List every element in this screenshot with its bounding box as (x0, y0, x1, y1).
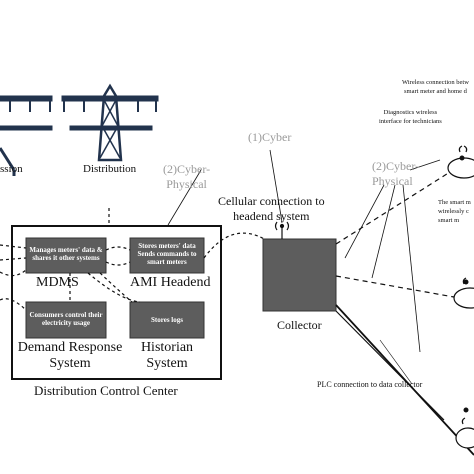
historian-system-label: Historian System (130, 340, 204, 372)
mdms-label: MDMS (36, 275, 79, 290)
hist-box-line1: Stores logs (151, 316, 183, 324)
ami-box-text: Stores meters' data Sends commands to sm… (130, 242, 204, 266)
transmission-label: ssion (0, 163, 23, 175)
plc-label: PLC connection to data collector (317, 380, 423, 389)
ami-box-line3: smart meters (147, 258, 187, 266)
dr-box (25, 301, 107, 339)
cyber-physical-left-line2: Physical (166, 177, 207, 191)
antenna-icon-right-middle (463, 279, 469, 285)
wireless-line1: Wireless connection betw (402, 79, 469, 86)
transmission-tower-icon (0, 95, 53, 176)
distribution-tower-icon (61, 83, 159, 162)
diagnostics-label: Diagnostics wireless interface for techn… (379, 108, 442, 126)
mdms-box-text: Manages meters' data & shares it other s… (26, 246, 106, 262)
dr-line1: Demand Response (17, 340, 123, 355)
distribution-label: Distribution (83, 163, 137, 175)
wireless-line2: smart meter and home d (404, 88, 467, 95)
dr-line2: System (49, 356, 91, 371)
ami-headend-label: AMI Headend (130, 275, 211, 290)
dr-box-line1: Consumers control their (29, 311, 103, 319)
diag-line2: interface for technicians (379, 118, 442, 125)
control-center-frame (11, 225, 222, 380)
ami-box-line1: Stores meters' data (138, 242, 196, 250)
historian-box (129, 301, 205, 339)
smart-meter-note: The smart m wirelessly c smart m (438, 198, 471, 225)
cellular-line2: headend system (233, 209, 310, 223)
hist-line2: System (146, 356, 188, 371)
antenna-icon-right-top (459, 155, 465, 161)
wireless-label: Wireless connection betw smart meter and… (402, 78, 469, 96)
mdms-box-line1: Manages meters' data & (29, 246, 103, 254)
cyber-physical-left-label: (2)Cyber- Physical (163, 162, 210, 192)
smart-line3: smart m (438, 217, 460, 224)
dr-system-label: Demand Response System (14, 340, 126, 372)
ami-box-line2: Sends commands to (137, 250, 197, 258)
cyber-physical-right-label: (2)Cyber- Physical (372, 159, 419, 189)
historian-box-text: Stores logs (130, 316, 204, 324)
smart-line1: The smart m (438, 199, 471, 206)
cyber-physical-left-line1: (2)Cyber- (163, 162, 211, 176)
cyber-physical-right-line2: Physical (372, 174, 413, 188)
antenna-icon-right-bottom (463, 407, 469, 413)
collector-box (262, 238, 337, 312)
control-center-label: Distribution Control Center (34, 383, 178, 398)
smart-meter-icon-bottom (455, 417, 474, 449)
hist-line1: Historian (140, 340, 194, 355)
diag-line1: Diagnostics wireless (383, 109, 438, 116)
collector-antenna-icon (274, 221, 290, 239)
dr-box-line2: electricity usage (41, 319, 90, 327)
dr-box-text: Consumers control their electricity usag… (26, 311, 106, 327)
mdms-box-line2: shares it other systems (32, 254, 100, 262)
collector-label: Collector (277, 318, 322, 332)
cyber-1-label: (1)Cyber (248, 130, 292, 144)
cellular-line1: Cellular connection to (218, 194, 325, 208)
cellular-label: Cellular connection to headend system (218, 194, 325, 224)
smart-meter-icon-middle (453, 277, 474, 309)
smart-line2: wirelessly c (438, 208, 469, 215)
ami-box (129, 237, 205, 274)
mdms-box (25, 237, 107, 274)
smart-meter-icon-top (447, 145, 474, 179)
cyber-physical-right-line1: (2)Cyber- (372, 159, 420, 173)
